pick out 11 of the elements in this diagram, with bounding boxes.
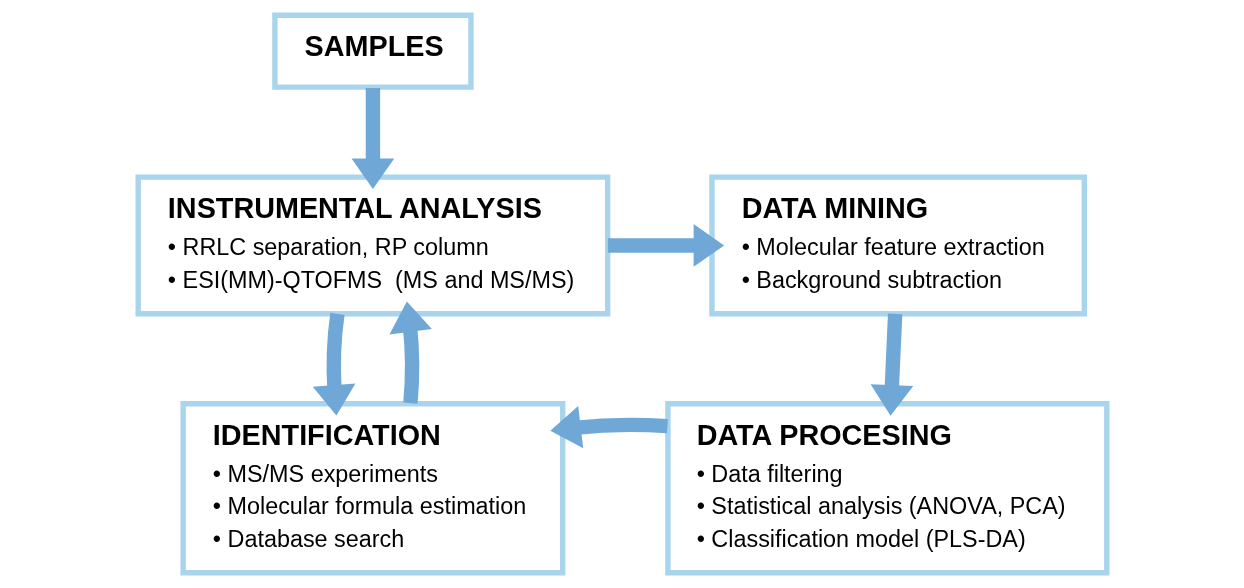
arrow (388, 301, 432, 404)
arrow (607, 224, 724, 267)
arrow (312, 312, 355, 416)
node-box: DATA MINING • Molecular feature extraction • Background subtraction (708, 174, 1087, 317)
node-box: DATA PROCESING • Data filtering • Statistical analysis (ANOVA, PCA) • Classification model (PLS-DA) (664, 401, 1109, 576)
node-box: IDENTIFICATION • MS/MS experiments • Molecular formula estimation • Database search (179, 401, 565, 576)
arrow (870, 313, 913, 416)
node-box: SAMPLES (271, 12, 474, 90)
arrow (549, 405, 668, 449)
node-box: INSTRUMENTAL ANALYSIS • RRLC separation, RP column • ESI(MM)-QTOFMS (MS and MS/MS) (135, 174, 610, 317)
arrow (351, 87, 394, 189)
